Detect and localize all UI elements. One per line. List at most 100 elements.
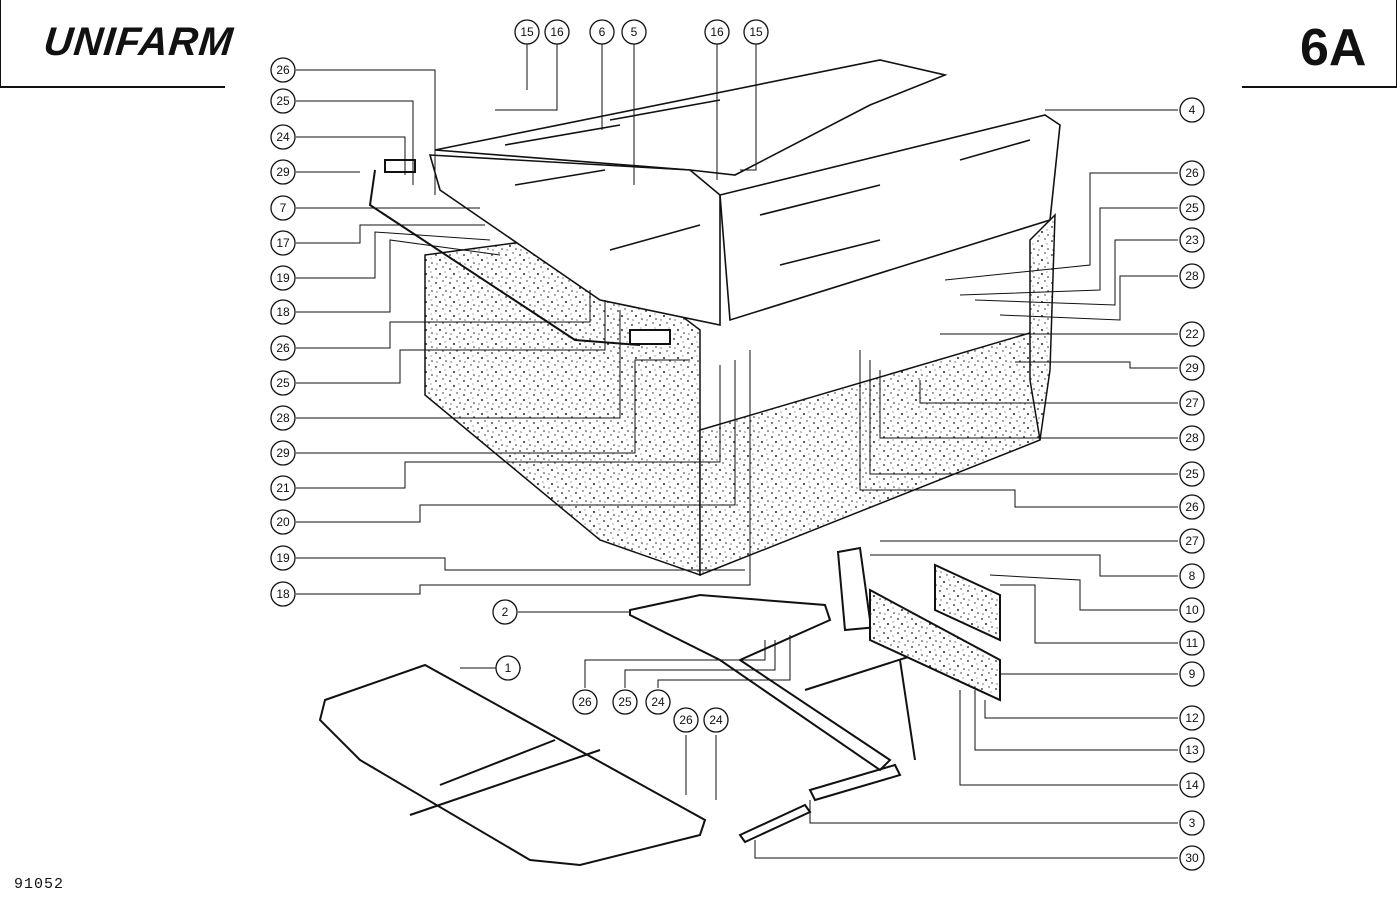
callout-5: 5	[621, 19, 647, 45]
callout-label: 12	[1185, 711, 1199, 725]
callout-circle	[1179, 661, 1205, 687]
callout-29: 29	[270, 440, 296, 466]
callout-circle	[1179, 160, 1205, 186]
callout-4: 4	[1179, 97, 1205, 123]
callout-11: 11	[1179, 630, 1205, 656]
callout-label: 19	[276, 271, 290, 285]
callout-18: 18	[270, 581, 296, 607]
callout-1: 1	[495, 655, 521, 681]
callout-label: 6	[599, 25, 606, 39]
callout-label: 27	[1185, 534, 1199, 548]
callout-label: 4	[1189, 103, 1196, 117]
callout-circle	[1179, 810, 1205, 836]
callout-label: 7	[280, 201, 287, 215]
callout-circle	[544, 19, 570, 45]
callout-label: 18	[276, 587, 290, 601]
callout-17: 17	[270, 230, 296, 256]
callout-label: 26	[276, 63, 290, 77]
callout-26: 26	[673, 707, 699, 733]
lower-frame	[318, 546, 1001, 867]
lid-slot	[514, 169, 606, 186]
callout-label: 26	[679, 713, 693, 727]
callout-label: 9	[1189, 667, 1196, 681]
callout-label: 16	[710, 25, 724, 39]
callout-29: 29	[1179, 355, 1205, 381]
callout-circle	[270, 545, 296, 571]
callout-6: 6	[589, 19, 615, 45]
callout-20: 20	[270, 509, 296, 535]
callout-30: 30	[1179, 845, 1205, 871]
callout-label: 13	[1185, 743, 1199, 757]
brand-box-divider	[0, 0, 1, 86]
callout-circle	[572, 689, 598, 715]
callout-26: 26	[270, 335, 296, 361]
callout-18: 18	[270, 299, 296, 325]
callout-label: 17	[276, 236, 290, 250]
callout-label: 2	[502, 605, 509, 619]
callout-circle	[673, 707, 699, 733]
callout-label: 25	[1185, 201, 1199, 215]
callout-label: 22	[1185, 327, 1199, 341]
frame-crossbar	[439, 739, 556, 786]
callout-25: 25	[612, 689, 638, 715]
callout-label: 26	[1185, 500, 1199, 514]
callout-circle	[1179, 425, 1205, 451]
callout-12: 12	[1179, 705, 1205, 731]
frame-part-3	[738, 803, 812, 844]
callout-circle	[1179, 597, 1205, 623]
lid-slot	[779, 239, 881, 266]
callout-circle	[270, 124, 296, 150]
callout-15: 15	[743, 19, 769, 45]
callout-25: 25	[1179, 461, 1205, 487]
header-rule-right	[1242, 86, 1397, 88]
callout-label: 19	[276, 551, 290, 565]
lid-assembly	[428, 59, 1061, 326]
callout-label: 8	[1189, 569, 1196, 583]
callout-label: 15	[520, 25, 534, 39]
callout-circle	[1179, 705, 1205, 731]
callout-label: 28	[1185, 431, 1199, 445]
callout-24: 24	[270, 124, 296, 150]
lid-slot	[504, 124, 621, 146]
callout-circle	[1179, 563, 1205, 589]
callout-label: 25	[276, 376, 290, 390]
callout-circle	[1179, 845, 1205, 871]
callout-circle	[270, 405, 296, 431]
callout-label: 21	[276, 481, 290, 495]
callout-circle	[270, 440, 296, 466]
callout-circle	[1179, 528, 1205, 554]
callout-circle	[1179, 737, 1205, 763]
lid-slot	[759, 184, 881, 216]
callout-circle	[612, 689, 638, 715]
callout-label: 14	[1185, 778, 1199, 792]
callout-label: 25	[618, 695, 632, 709]
lid-panel-4	[719, 114, 1061, 322]
callout-14: 14	[1179, 772, 1205, 798]
sheet-number: 6A	[1300, 19, 1367, 77]
callout-label: 25	[276, 94, 290, 108]
callout-circle	[1179, 390, 1205, 416]
callout-28: 28	[1179, 425, 1205, 451]
callout-circle	[1179, 461, 1205, 487]
callout-22: 22	[1179, 321, 1205, 347]
callout-16: 16	[544, 19, 570, 45]
callout-circle	[270, 57, 296, 83]
callout-circle	[1179, 97, 1205, 123]
plate-part-9	[869, 588, 1001, 702]
callout-circle	[1179, 321, 1205, 347]
callout-label: 11	[1186, 636, 1199, 650]
callout-label: 26	[276, 341, 290, 355]
callout-label: 28	[276, 411, 290, 425]
lid-panel-5	[428, 154, 721, 326]
callout-label: 18	[276, 305, 290, 319]
callout-label: 16	[550, 25, 564, 39]
callout-label: 23	[1185, 233, 1199, 247]
callout-label: 29	[1185, 361, 1199, 375]
callout-circle	[270, 265, 296, 291]
frame-crossbar	[409, 749, 601, 816]
callout-label: 29	[276, 446, 290, 460]
callout-circle	[621, 19, 647, 45]
callout-circle	[514, 19, 540, 45]
callout-circle	[270, 475, 296, 501]
callout-circle	[1179, 195, 1205, 221]
